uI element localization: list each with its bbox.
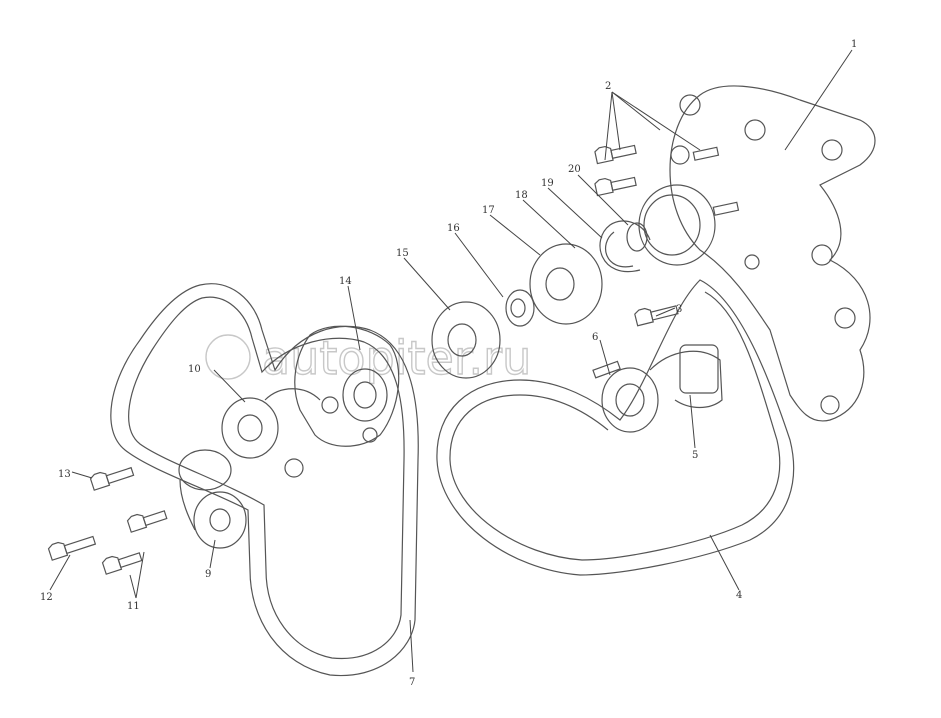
idler-pulley-part-10 xyxy=(221,388,321,478)
label-part-2: 2 xyxy=(605,81,611,92)
tensioner-part-5 xyxy=(601,344,723,433)
bolts-part-11 xyxy=(101,510,168,575)
bolt-part-3 xyxy=(634,305,679,327)
bolt-part-13 xyxy=(89,466,135,491)
idler-bracket-part-14 xyxy=(294,325,400,447)
watermark: autopiter.ru xyxy=(205,330,532,386)
bracket-part-1 xyxy=(669,85,876,422)
label-part-15: 15 xyxy=(396,248,409,259)
label-part-20: 20 xyxy=(568,164,581,175)
spacer-part-16 xyxy=(505,289,535,327)
tensioner-pulley-part-9 xyxy=(178,449,247,549)
label-part-16: 16 xyxy=(447,223,460,234)
label-part-3: 3 xyxy=(676,304,682,315)
label-part-6: 6 xyxy=(592,332,598,343)
bolts-part-2 xyxy=(594,144,740,216)
bracket-pulley-housing xyxy=(638,184,716,266)
label-part-7: 7 xyxy=(409,677,415,688)
watermark-logo-icon xyxy=(205,334,251,380)
callout-labels: 1 2 20 19 18 17 16 15 14 10 3 6 5 4 7 9 … xyxy=(40,39,857,688)
label-part-9: 9 xyxy=(205,569,211,580)
label-part-19: 19 xyxy=(541,178,554,189)
label-part-13: 13 xyxy=(58,469,71,480)
label-part-14: 14 xyxy=(339,276,352,287)
bolt-part-12 xyxy=(47,535,97,561)
leader-lines xyxy=(49,49,853,673)
belt-part-7 xyxy=(110,283,419,677)
belt-part-4 xyxy=(436,279,795,576)
label-part-4: 4 xyxy=(736,590,742,601)
pulley-part-15 xyxy=(431,301,501,379)
label-part-11: 11 xyxy=(127,601,140,612)
label-part-10: 10 xyxy=(188,364,201,375)
pulley-part-17 xyxy=(529,243,603,325)
label-part-1: 1 xyxy=(851,39,857,50)
label-part-18: 18 xyxy=(515,190,528,201)
washer-part-20 xyxy=(626,222,648,252)
label-part-12: 12 xyxy=(40,592,53,603)
label-part-5: 5 xyxy=(692,450,698,461)
bolt-part-6 xyxy=(592,360,621,379)
snap-ring-part-19 xyxy=(599,220,651,273)
label-part-17: 17 xyxy=(482,205,495,216)
